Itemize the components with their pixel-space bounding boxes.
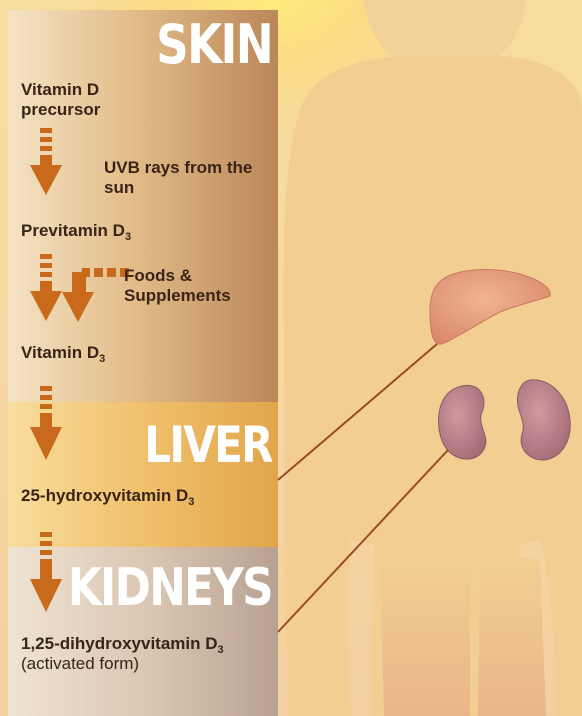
kidney-leader-line (278, 450, 448, 632)
liver-leader-line (278, 344, 437, 480)
